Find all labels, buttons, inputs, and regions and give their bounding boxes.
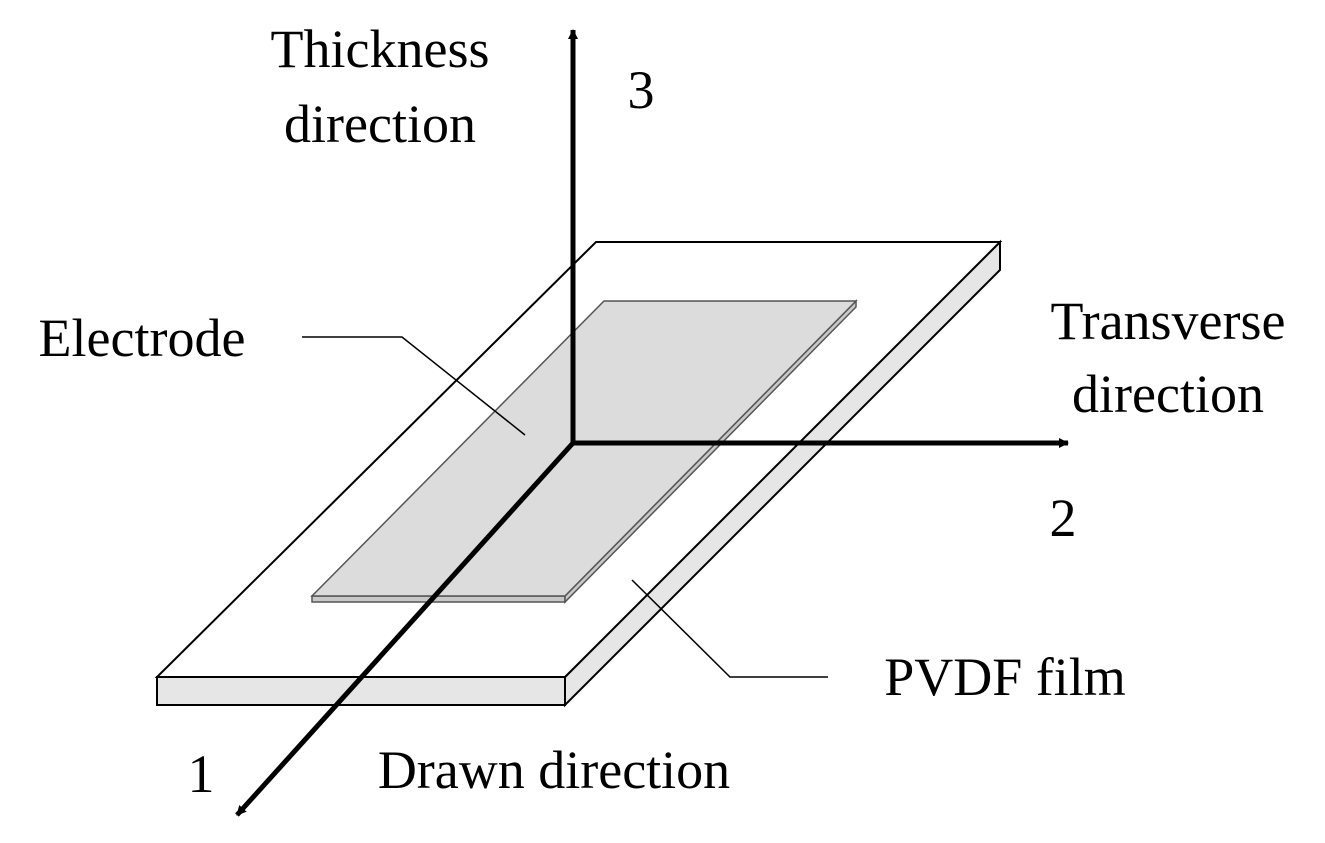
electrode-front-edge [311,595,566,603]
pvdf-film-label: PVDF film [884,647,1126,707]
electrode-top-face [310,300,858,597]
axis-1-label: 1 [188,744,215,804]
thickness-direction-label-line1: Thickness [271,19,490,79]
coordinate-axes [235,29,1069,817]
transverse-direction-label-line1: Transverse [1051,291,1286,351]
thickness-direction-label-line2: direction [284,94,476,154]
electrode-leader-line [302,336,526,436]
axis-3-label: 3 [628,60,655,120]
drawn-direction-label: Drawn direction [378,740,730,800]
pvdf-film-leader-line [631,579,828,678]
axis-2-label: 2 [1050,488,1077,548]
electrode-label: Electrode [39,308,246,368]
electrode [310,299,858,604]
transverse-direction-label-line2: direction [1072,364,1264,424]
axis-1-drawn [235,441,575,817]
